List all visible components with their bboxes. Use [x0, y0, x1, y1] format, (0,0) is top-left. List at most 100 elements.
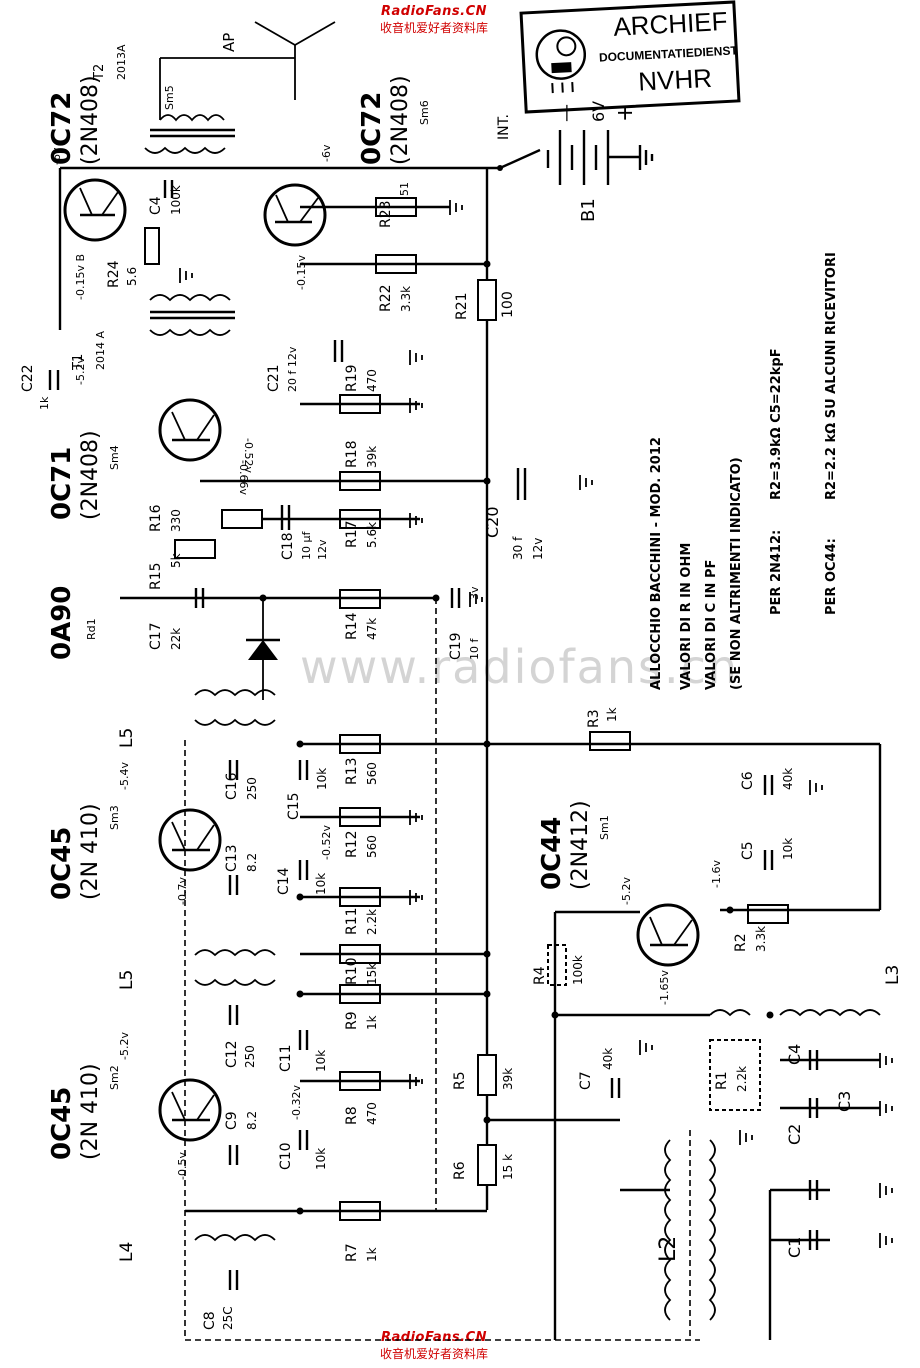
- c16-name: C16: [224, 772, 240, 800]
- oc71-type: 0C71: [47, 447, 77, 520]
- resistor-r2-body: [747, 904, 789, 924]
- c20-voltage: 12v: [531, 538, 545, 560]
- r10-value: 15k: [365, 963, 379, 985]
- c18-voltage: 12v: [316, 539, 329, 560]
- notes-r-units: VALORI DI R IN OHM: [679, 543, 694, 690]
- c18-value: 10 μf: [300, 531, 313, 560]
- volt-v2: -6v: [320, 144, 333, 162]
- coil-l6-label: L5: [117, 728, 137, 748]
- oc72a-sym: Sm5: [163, 85, 176, 110]
- oc44-type: 0C44: [537, 817, 567, 890]
- oc45b-type: 0C45: [47, 1087, 77, 1160]
- r1-name: R1: [714, 1071, 730, 1090]
- oc72a-type: 0C72: [47, 92, 77, 165]
- resistor-r15-body: [174, 539, 216, 559]
- r15-value: 5k: [169, 553, 183, 568]
- battery-plus: +: [613, 104, 638, 122]
- c14-value: 10k: [314, 873, 328, 895]
- c20-name: C20: [483, 506, 502, 538]
- r23-value: 51: [398, 182, 411, 196]
- r9-name: R9: [344, 1011, 360, 1030]
- r14-value: 47k: [365, 618, 379, 640]
- r5-name: R5: [452, 1071, 468, 1090]
- c4b-label: C4: [785, 1044, 804, 1065]
- r2-name: R2: [733, 933, 749, 952]
- r17-value: 5.6k: [365, 522, 379, 548]
- r6-value: 15 k: [501, 1154, 515, 1180]
- r24-name: R24: [106, 260, 122, 288]
- battery-minus: —: [556, 104, 577, 122]
- notes-block: ALLOCCHIO BACCHINI - MOD. 2012 VALORI DI…: [649, 252, 839, 690]
- oc45a-sym: Sm3: [108, 805, 121, 830]
- r18-value: 39k: [365, 446, 379, 468]
- c19-voltage: 3v: [468, 586, 481, 600]
- r19-value: 470: [365, 369, 379, 392]
- r12-name: R12: [344, 830, 360, 858]
- transistor-oc71: [158, 398, 222, 462]
- oc44-alt: (2N412): [568, 800, 593, 890]
- c6-value: 40k: [781, 768, 795, 790]
- notes-c-units2: (SE NON ALTRIMENTI INDICATO): [729, 457, 744, 690]
- volt-v6: -0.52v: [242, 438, 255, 473]
- resistor-r1-body: [709, 1039, 761, 1111]
- c17-value: 22k: [169, 628, 183, 650]
- r13-name: R13: [344, 757, 360, 785]
- r9-value: 1k: [365, 1015, 379, 1030]
- c1-label: C1: [785, 1237, 804, 1258]
- capacitor-labels: C4 100k C22 1k C21 20 f 12v C20 30 f 12v…: [20, 185, 854, 1330]
- r11-value: 2.2k: [365, 909, 379, 935]
- c13-name: C13: [224, 844, 240, 872]
- switch-label: INT.: [496, 114, 512, 140]
- volt-v8: -5.4v: [118, 762, 131, 790]
- c5-name: C5: [740, 841, 756, 860]
- resistor-r24-body: [144, 227, 160, 265]
- oc71-alt: (2N408): [78, 430, 103, 520]
- battery-symbol: [497, 130, 654, 185]
- resistor-r3-body: [589, 731, 631, 751]
- transformer-t2: [144, 114, 235, 154]
- antenna-label: AP: [220, 33, 238, 52]
- coil-l2: [664, 1130, 716, 1340]
- oa90-sym: Rd1: [85, 618, 98, 640]
- resistor-labels: R21 100 R22 3.3k R23 51 R24 5.6 R19 470 …: [106, 182, 768, 1262]
- notes-c-units: VALORI DI C IN PF: [704, 560, 719, 690]
- notes-per-2n412-vals: R2=3.9kΩ C5=22kpF: [769, 348, 784, 500]
- c22-name: C22: [20, 364, 36, 392]
- volt-v1: -6v: [50, 147, 63, 165]
- resistor-r21-body: [477, 279, 497, 321]
- coil-l3-label: L3: [883, 965, 903, 985]
- transistor-oc45-b: [158, 1078, 222, 1142]
- resistor-r6-body: [477, 1144, 497, 1186]
- oc45b-alt: (2N 410): [78, 1063, 103, 1160]
- oc72b-sym: Sm6: [418, 100, 431, 125]
- t2-label: T2: [92, 64, 107, 81]
- r23-name: R23: [378, 200, 394, 228]
- coil-l5-label: L5: [117, 970, 137, 990]
- coil-l4-label: L4: [117, 1242, 137, 1262]
- transistor-oc72-a: [63, 178, 127, 242]
- c12-value: 250: [243, 1045, 257, 1068]
- oc72b-alt: (2N408): [388, 75, 413, 165]
- watermark-top: RadioFans.CN 收音机爱好者资料库: [380, 4, 488, 36]
- oc45a-type: 0C45: [47, 827, 77, 900]
- c4-value: 100k: [169, 185, 183, 215]
- r6-name: R6: [452, 1161, 468, 1180]
- watermark-cn: 收音机爱好者资料库: [380, 21, 489, 35]
- t2-code: 2013A: [115, 44, 128, 80]
- r5-value: 39k: [501, 1068, 515, 1090]
- c3-label: C3: [835, 1091, 854, 1112]
- battery-voltage: 6V: [589, 101, 608, 122]
- c19-name: C19: [448, 632, 464, 660]
- r16-value: 330: [169, 509, 183, 532]
- oc71-sym: Sm4: [108, 445, 121, 470]
- c17-name: C17: [148, 622, 164, 650]
- coil-l4: [194, 1234, 276, 1242]
- resistor-r16-body: [221, 509, 263, 529]
- c4-name: C4: [148, 196, 164, 215]
- notes-title: ALLOCCHIO BACCHINI - MOD. 2012: [649, 437, 664, 690]
- oc44-sym: Sm1: [598, 815, 611, 840]
- volt-v3: -0.15v B: [74, 254, 87, 300]
- notes-per-oc44-vals: R2=2.2 kΩ SU ALCUNI RICEVITORI: [824, 252, 839, 500]
- volt-v7: -0.66v: [237, 460, 250, 495]
- c15-name: C15: [286, 792, 302, 820]
